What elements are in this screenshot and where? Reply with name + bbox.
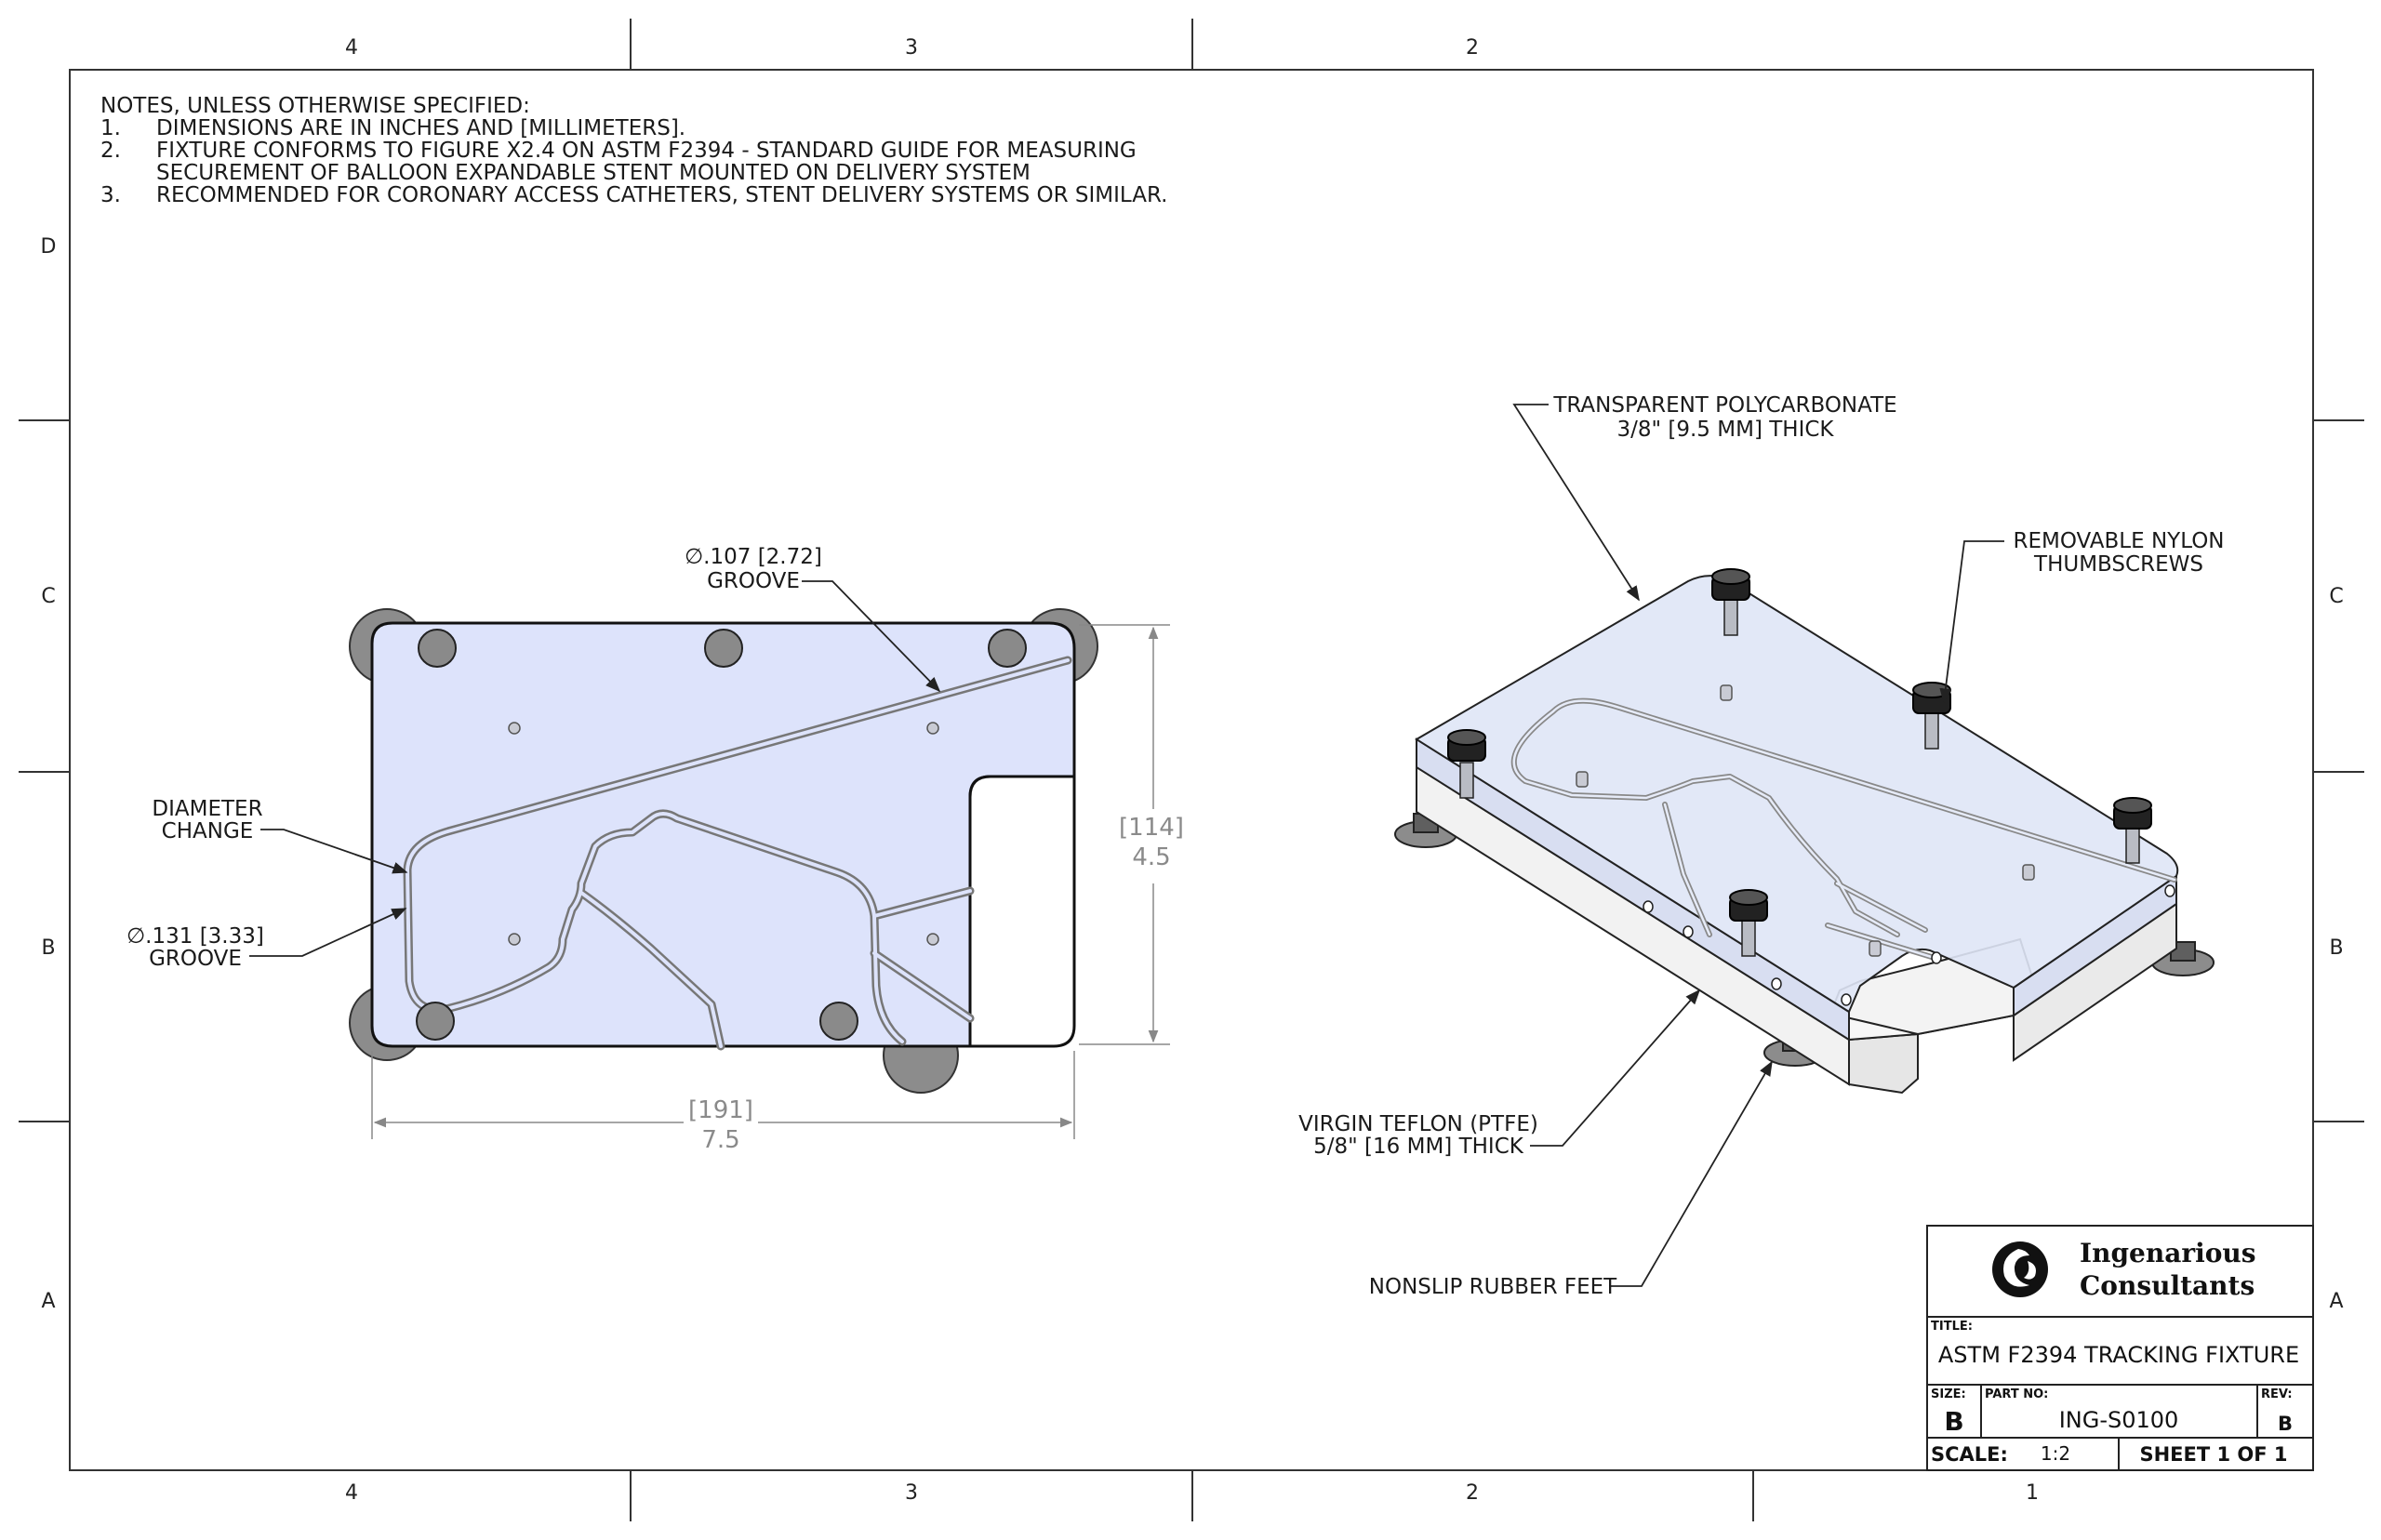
locating-pins-iso [1576, 684, 2035, 957]
drawing-title: ASTM F2394 TRACKING FIXTURE [1938, 1342, 2299, 1368]
thumbscrews-iso [1447, 568, 2152, 957]
height-dimension-in: 4.5 [1132, 843, 1170, 871]
thumbscrews-label-1: REMOVABLE NYLON [2013, 529, 2224, 553]
diameter-change-label-2: CHANGE [162, 819, 254, 843]
feet-label: NONSLIP RUBBER FEET [1369, 1275, 1617, 1299]
size-value: B [1944, 1406, 1963, 1437]
company-name-line-1: Ingenarious [2080, 1238, 2256, 1268]
note-2-num: 2. [100, 139, 121, 163]
company-name-line-2: Consultants [2080, 1270, 2255, 1301]
polycarbonate-label-1: TRANSPARENT POLYCARBONATE [1552, 393, 1896, 418]
zone-left-c: C [41, 585, 55, 608]
rev-label: REV: [2261, 1387, 2293, 1401]
zone-right-a: A [2329, 1290, 2343, 1313]
polycarbonate-label-2: 3/8" [9.5 MM] THICK [1616, 418, 1834, 442]
sheet-border [19, 19, 2364, 1521]
note-1-text: DIMENSIONS ARE IN INCHES AND [MILLIMETER… [156, 116, 685, 140]
zone-bottom-2: 2 [1466, 1481, 1479, 1505]
isometric-view: TRANSPARENT POLYCARBONATE 3/8" [9.5 MM] … [1298, 393, 2224, 1299]
zone-right-c: C [2329, 585, 2343, 608]
note-3-num: 3. [100, 183, 121, 207]
leader-lines-top-view [249, 580, 941, 957]
scale-label: SCALE: [1931, 1443, 2008, 1466]
leader-lines-iso [1512, 404, 2004, 1287]
note-1-num: 1. [100, 116, 121, 140]
top-view: ∅.107 [2.72] GROOVE DIAMETER CHANGE ∅.13… [126, 545, 1184, 1154]
width-dimension-mm: [191] [688, 1096, 753, 1124]
zone-top-2: 2 [1466, 36, 1479, 60]
note-2-text-2: SECUREMENT OF BALLOON EXPANDABLE STENT M… [156, 161, 1031, 185]
teflon-label-2: 5/8" [16 MM] THICK [1313, 1135, 1524, 1159]
zone-left-a: A [41, 1290, 55, 1313]
title-block: Ingenarious Consultants TITLE: ASTM F239… [1926, 1225, 2314, 1471]
zone-bottom-1: 1 [2026, 1481, 2039, 1505]
zone-right-b: B [2329, 936, 2343, 960]
zone-bottom-4: 4 [345, 1481, 358, 1505]
groove-exit-holes [1643, 884, 2175, 1006]
width-dimension-in: 7.5 [701, 1126, 739, 1154]
dimension-lines [371, 624, 1170, 1139]
note-2-text-1: FIXTURE CONFORMS TO FIGURE X2.4 ON ASTM … [156, 139, 1137, 163]
zone-top-4: 4 [345, 36, 358, 60]
teflon-label-1: VIRGIN TEFLON (PTFE) [1298, 1112, 1538, 1136]
part-number: ING-S0100 [2059, 1407, 2179, 1433]
notes-block: NOTES, UNLESS OTHERWISE SPECIFIED: 1. DI… [100, 94, 1167, 207]
cutout-window [968, 775, 1076, 1048]
zone-labels: 4 3 2 4 3 2 1 D C B A C B A [41, 36, 2344, 1505]
scale-value: 1:2 [2041, 1442, 2070, 1465]
company-logo-icon [1992, 1241, 2048, 1297]
rev-value: B [2278, 1413, 2293, 1435]
groove-large-diameter: ∅.131 [3.33] [126, 924, 264, 949]
groove-large-label: GROOVE [149, 947, 242, 971]
thumbscrews-label-2: THUMBSCREWS [2033, 552, 2203, 577]
note-3-text: RECOMMENDED FOR CORONARY ACCESS CATHETER… [156, 183, 1167, 207]
size-label: SIZE: [1931, 1387, 1966, 1401]
zone-left-d: D [41, 235, 57, 259]
locating-pins-top-view [508, 722, 939, 946]
diameter-change-label-1: DIAMETER [152, 797, 262, 821]
groove-small-label: GROOVE [707, 569, 800, 593]
notes-heading: NOTES, UNLESS OTHERWISE SPECIFIED: [100, 94, 530, 118]
height-dimension-mm: [114] [1119, 814, 1184, 842]
thumbscrews-top-view [416, 629, 1027, 1041]
polycarbonate-plate [1415, 575, 2179, 1042]
zone-top-3: 3 [905, 36, 918, 60]
groove-small-diameter: ∅.107 [2.72] [685, 545, 822, 569]
zone-bottom-3: 3 [905, 1481, 918, 1505]
zone-left-b: B [41, 936, 55, 960]
title-label: TITLE: [1931, 1320, 1973, 1334]
sheet-number: SHEET 1 OF 1 [2139, 1443, 2287, 1466]
part-no-label: PART NO: [1985, 1387, 2048, 1401]
